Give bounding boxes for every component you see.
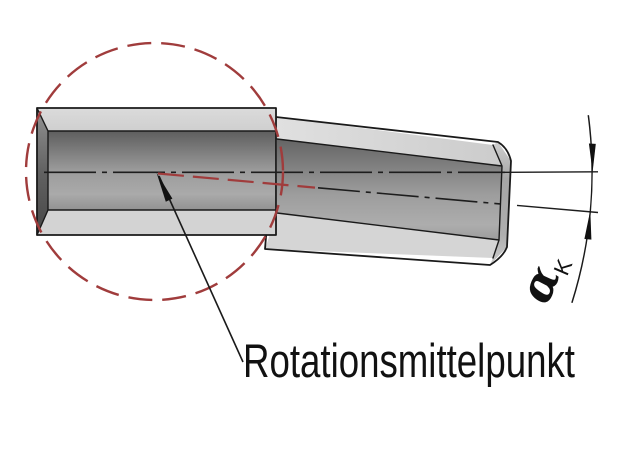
tilted-segment-outline	[264, 116, 512, 266]
horizontal-center-axis	[44, 171, 599, 174]
straight-segment-top-face	[37, 108, 276, 131]
dimension-arrowhead-up-icon	[584, 210, 592, 240]
leader-line	[158, 175, 244, 363]
tilted-axis-red-dashed	[157, 172, 316, 189]
tilted-segment-top-face	[276, 117, 502, 166]
rotation-circle	[24, 41, 285, 302]
rotation-center-leader	[156, 172, 244, 363]
tilted-segment-bottom-face	[265, 213, 499, 258]
rotation-center-label: Rotationsmittelpunkt	[243, 335, 575, 387]
tilted-rotation-axis	[157, 172, 599, 214]
straight-segment-end-face	[37, 108, 48, 235]
horizontal-axis-extension	[504, 171, 599, 173]
angle-label: αK	[508, 244, 577, 311]
angle-dimension-arc	[571, 115, 593, 304]
angle-dimension	[571, 115, 596, 304]
straight-segment-middle-face	[48, 131, 276, 210]
tilted-segment-middle-face	[277, 139, 502, 240]
tilted-segment-face-edges	[276, 138, 503, 259]
shaft-tilted-segment	[264, 116, 512, 266]
tilted-axis-extension	[516, 204, 599, 214]
straight-segment-outline	[36, 107, 277, 236]
dimension-arrowhead-down-icon	[588, 143, 596, 172]
straight-segment-bottom-face	[37, 210, 276, 235]
straight-segment-face-edges	[36, 107, 277, 236]
shaft-straight-segment	[36, 107, 277, 236]
leader-arrowhead-icon	[156, 172, 173, 202]
tilted-axis-dashdot	[317, 187, 501, 205]
